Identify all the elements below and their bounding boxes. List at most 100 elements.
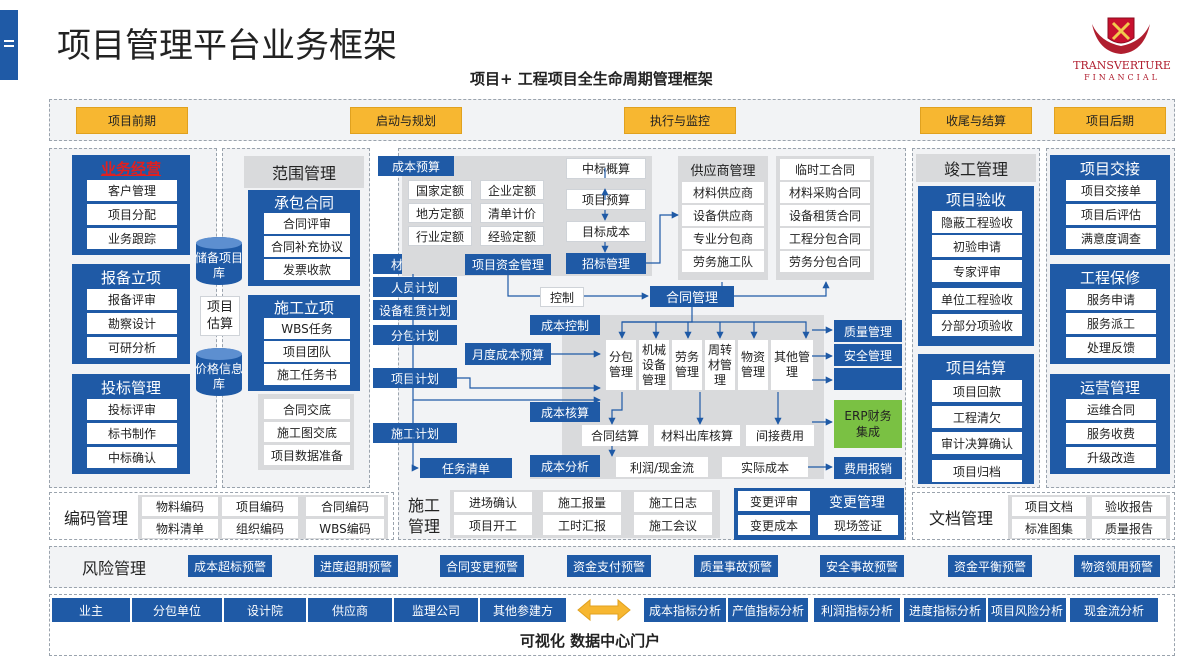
biz-item[interactable]: 项目分配 xyxy=(87,204,177,225)
handover-item[interactable]: 项目后评估 xyxy=(1066,204,1156,225)
mgmt-col[interactable]: 其他管理 xyxy=(771,340,813,390)
risk-item[interactable]: 质量事故预警 xyxy=(694,555,778,577)
coding-item[interactable]: 物料编码 xyxy=(142,497,218,516)
supplier-item[interactable]: 专业分包商 xyxy=(682,228,764,249)
plan-rent[interactable]: 设备租赁计划 xyxy=(373,300,457,320)
risk-item[interactable]: 进度超期预警 xyxy=(314,555,398,577)
coding-item[interactable]: 合同编码 xyxy=(306,497,384,516)
settle-item[interactable]: 材料出库核算 xyxy=(654,425,740,446)
construction-item[interactable]: 施工会议 xyxy=(634,515,712,535)
analytics-item[interactable]: 现金流分析 xyxy=(1070,598,1158,622)
supplier-item[interactable]: 材料供应商 xyxy=(682,182,764,203)
analysis-item[interactable]: 利润/现金流 xyxy=(616,457,708,477)
bid-item[interactable]: 投标评审 xyxy=(87,399,177,420)
contract-item[interactable]: 合同评审 xyxy=(264,213,350,234)
budget-step[interactable]: 项目预算 xyxy=(566,189,646,210)
temp-item[interactable]: 材料采购合同 xyxy=(780,182,870,203)
settle-step[interactable]: 工程清欠 xyxy=(932,406,1022,428)
plan-project[interactable]: 项目计划 xyxy=(373,368,457,388)
docs-item[interactable]: 验收报告 xyxy=(1092,497,1166,516)
party-item[interactable]: 分包单位 xyxy=(132,598,222,622)
bid-item[interactable]: 标书制作 xyxy=(87,423,177,444)
mgmt-col[interactable]: 物资管理 xyxy=(738,340,768,390)
ops-item[interactable]: 服务收费 xyxy=(1066,423,1156,444)
docs-item[interactable]: 标准图集 xyxy=(1012,519,1086,538)
quota-item[interactable]: 行业定额 xyxy=(408,226,472,246)
delivery-item[interactable]: 项目数据准备 xyxy=(264,445,350,465)
supplier-item[interactable]: 设备供应商 xyxy=(682,205,764,226)
settle-item[interactable]: 间接费用 xyxy=(746,425,814,446)
change-item[interactable]: 变更评审 xyxy=(738,491,810,511)
docs-item[interactable]: 质量报告 xyxy=(1092,519,1166,538)
setup-item[interactable]: WBS任务 xyxy=(264,318,350,339)
contract-item[interactable]: 合同补充协议 xyxy=(264,236,350,257)
temp-item[interactable]: 劳务分包合同 xyxy=(780,251,870,272)
docs-item[interactable]: 项目文档 xyxy=(1012,497,1086,516)
accept-item[interactable]: 单位工程验收 xyxy=(932,288,1022,310)
mgmt-col[interactable]: 劳务管理 xyxy=(672,340,702,390)
quota-item[interactable]: 地方定额 xyxy=(408,203,472,223)
handover-item[interactable]: 项目交接单 xyxy=(1066,180,1156,201)
construction-item[interactable]: 工时汇报 xyxy=(543,515,621,535)
risk-item[interactable]: 安全事故预警 xyxy=(820,555,904,577)
report-item[interactable]: 勘察设计 xyxy=(87,313,177,334)
settle-item[interactable]: 合同结算 xyxy=(582,425,648,446)
plan-staff[interactable]: 人员计划 xyxy=(373,277,457,297)
party-item[interactable]: 监理公司 xyxy=(394,598,478,622)
risk-item[interactable]: 资金平衡预警 xyxy=(948,555,1032,577)
safety-mgmt[interactable]: 安全管理 xyxy=(834,344,902,366)
quota-item[interactable]: 国家定额 xyxy=(408,180,472,200)
task-list[interactable]: 任务清单 xyxy=(420,458,512,478)
phase-close[interactable]: 收尾与结算 xyxy=(920,107,1032,134)
construction-item[interactable]: 施工报量 xyxy=(543,492,621,512)
analytics-item[interactable]: 项目风险分析 xyxy=(988,598,1066,622)
warranty-item[interactable]: 处理反馈 xyxy=(1066,337,1156,358)
construction-item[interactable]: 进场确认 xyxy=(454,492,532,512)
phase-post[interactable]: 项目后期 xyxy=(1054,107,1166,134)
accept-item[interactable]: 隐蔽工程验收 xyxy=(932,211,1022,233)
bid-item[interactable]: 中标确认 xyxy=(87,447,177,468)
quota-item[interactable]: 企业定额 xyxy=(480,180,544,200)
warranty-item[interactable]: 服务派工 xyxy=(1066,313,1156,334)
erp-finance[interactable]: ERP财务集成 xyxy=(834,400,902,448)
phase-pre[interactable]: 项目前期 xyxy=(76,107,188,134)
contract-mgmt[interactable]: 合同管理 xyxy=(650,286,734,307)
settle-step[interactable]: 项目归档 xyxy=(932,460,1022,482)
temp-title[interactable]: 临时工合同 xyxy=(780,159,870,180)
coding-item[interactable]: 组织编码 xyxy=(222,519,298,538)
accept-item[interactable]: 初验申请 xyxy=(932,235,1022,257)
budget-step[interactable]: 中标概算 xyxy=(566,158,646,179)
quality-mgmt[interactable]: 质量管理 xyxy=(834,320,902,342)
delivery-item[interactable]: 施工图交底 xyxy=(264,422,350,442)
expense-claim[interactable]: 费用报销 xyxy=(834,457,902,479)
risk-item[interactable]: 资金支付预警 xyxy=(567,555,651,577)
party-item[interactable]: 供应商 xyxy=(308,598,392,622)
mgmt-col[interactable]: 周转材管理 xyxy=(705,340,735,390)
monthly-budget[interactable]: 月度成本预算 xyxy=(465,343,551,365)
biz-item[interactable]: 客户管理 xyxy=(87,180,177,201)
handover-item[interactable]: 满意度调查 xyxy=(1066,228,1156,249)
accept-item[interactable]: 专家评审 xyxy=(932,260,1022,282)
change-item[interactable]: 变更成本 xyxy=(738,515,810,535)
report-item[interactable]: 可研分析 xyxy=(87,337,177,358)
risk-item[interactable]: 物资领用预警 xyxy=(1074,555,1160,577)
construction-item[interactable]: 项目开工 xyxy=(454,515,532,535)
bid-mgmt[interactable]: 招标管理 xyxy=(566,253,646,274)
delivery-item[interactable]: 合同交底 xyxy=(264,399,350,419)
analytics-item[interactable]: 产值指标分析 xyxy=(728,598,808,622)
coding-item[interactable]: 物料清单 xyxy=(142,519,218,538)
temp-item[interactable]: 设备租赁合同 xyxy=(780,205,870,226)
phase-start[interactable]: 启动与规划 xyxy=(350,107,462,134)
analytics-item[interactable]: 利润指标分析 xyxy=(814,598,900,622)
ops-item[interactable]: 升级改造 xyxy=(1066,447,1156,468)
settle-step[interactable]: 项目回款 xyxy=(932,380,1022,402)
risk-item[interactable]: 成本超标预警 xyxy=(188,555,272,577)
settle-step[interactable]: 审计决算确认 xyxy=(932,432,1022,454)
fund-mgmt[interactable]: 项目资金管理 xyxy=(465,254,551,275)
party-item[interactable]: 其他参建方 xyxy=(480,598,566,622)
temp-item[interactable]: 工程分包合同 xyxy=(780,228,870,249)
plan-sub[interactable]: 分包计划 xyxy=(373,325,457,345)
phase-exec[interactable]: 执行与监控 xyxy=(624,107,736,134)
quota-item[interactable]: 清单计价 xyxy=(480,203,544,223)
party-item[interactable]: 业主 xyxy=(52,598,130,622)
